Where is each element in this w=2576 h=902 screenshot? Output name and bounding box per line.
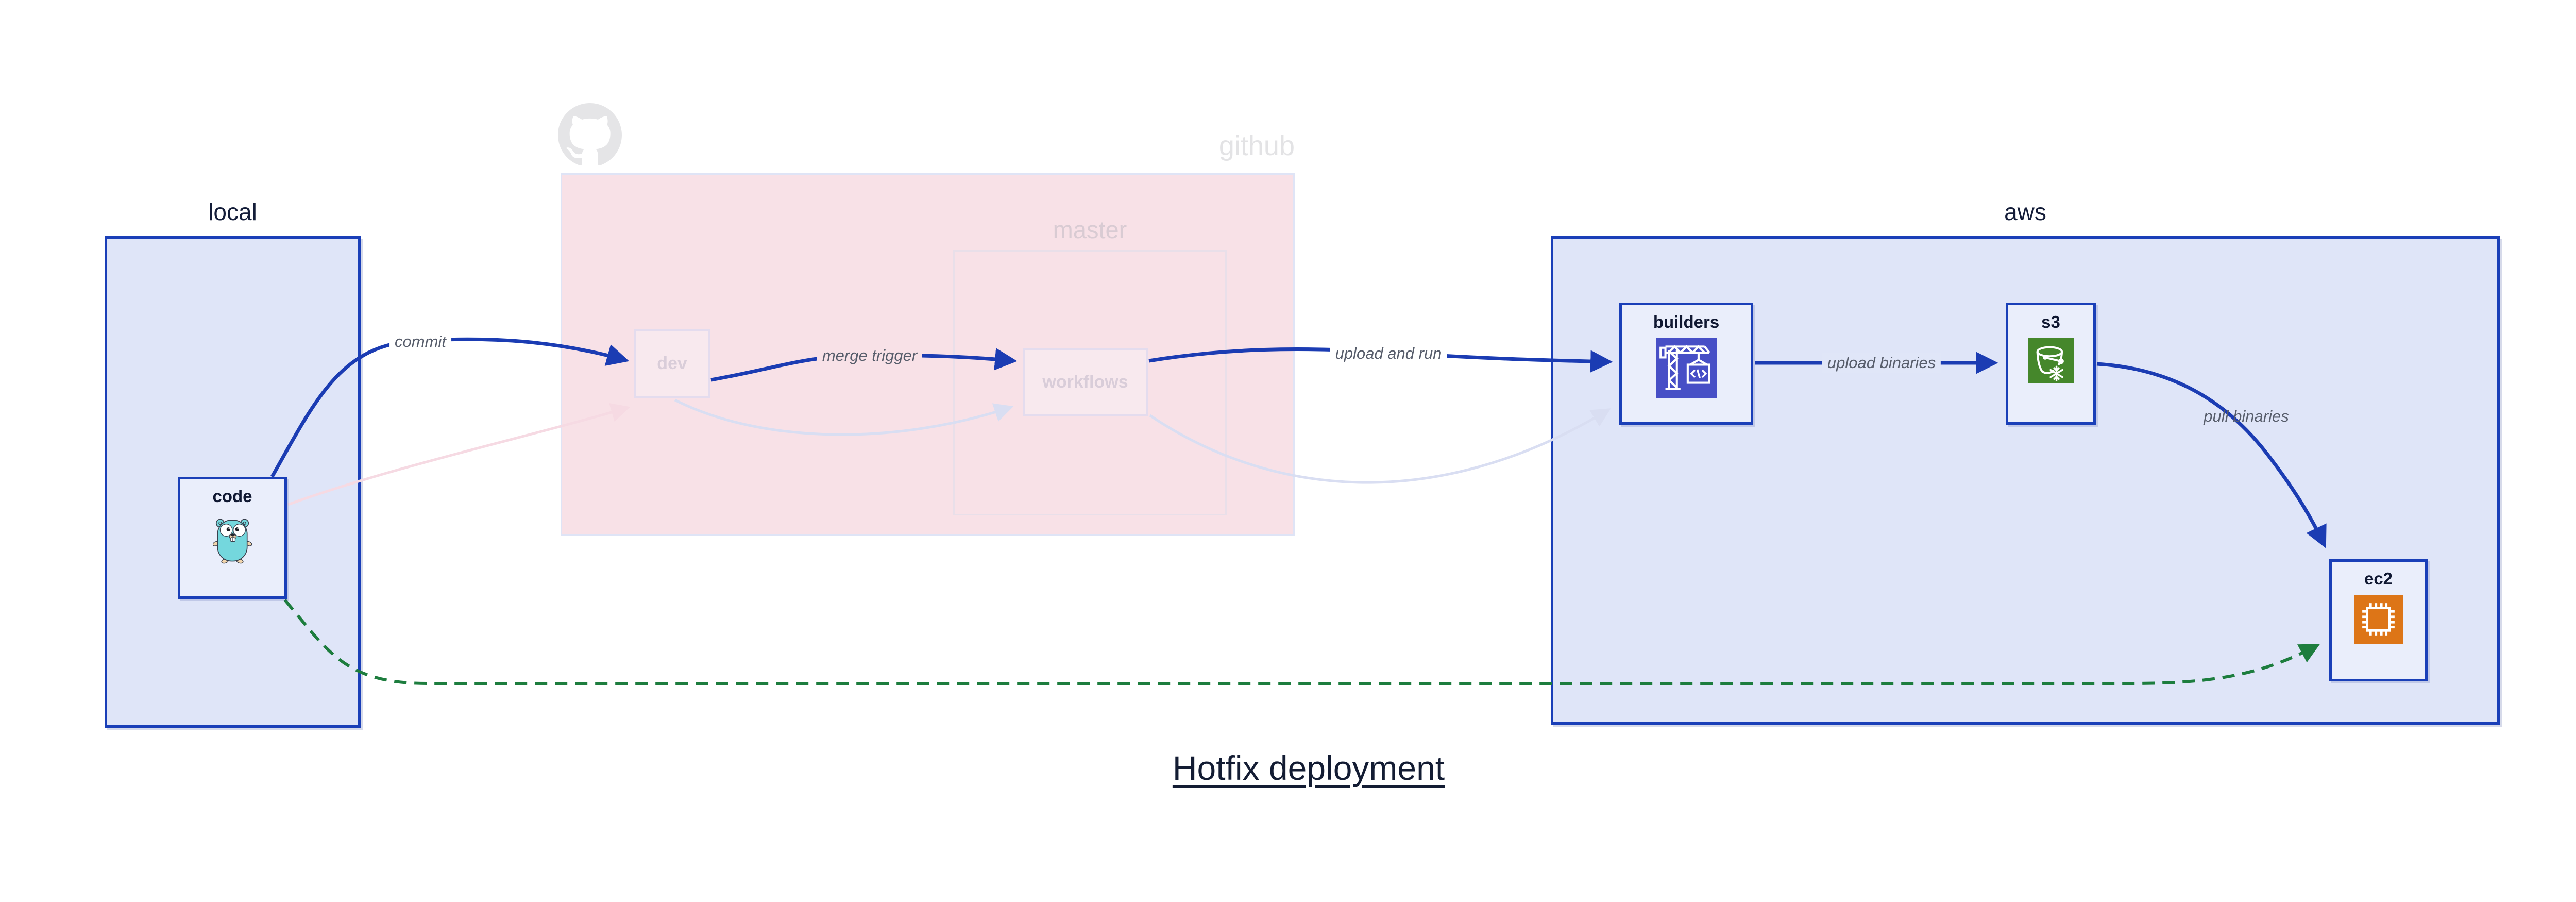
node-builders: builders	[1619, 303, 1753, 425]
go-gopher-icon	[212, 512, 252, 571]
edge-label-upload-binaries: upload binaries	[1822, 353, 1941, 373]
edge-label-upload-and-run: upload and run	[1330, 343, 1447, 364]
edge-label-merge-trigger: merge trigger	[817, 345, 923, 366]
node-ec2-label: ec2	[2364, 569, 2393, 588]
node-s3-label: s3	[2041, 312, 2060, 331]
diagram-title: Hotfix deployment	[1172, 749, 1445, 787]
node-dev: dev	[634, 329, 710, 398]
node-s3: s3	[2006, 303, 2096, 425]
node-builders-label: builders	[1653, 312, 1720, 331]
cluster-label-aws: aws	[2004, 198, 2046, 225]
node-workflows: workflows	[1023, 348, 1148, 416]
edge-label-commit: commit	[389, 331, 451, 352]
node-code-label: code	[212, 487, 252, 506]
cluster-label-github: github	[1218, 130, 1295, 161]
ec2-chip-icon	[2354, 595, 2403, 646]
node-ec2: ec2	[2329, 559, 2428, 681]
cluster-label-local: local	[208, 198, 257, 225]
edge-label-pull-binaries: pull binaries	[2204, 407, 2289, 425]
cluster-label-master: master	[1053, 216, 1127, 243]
github-octocat-icon	[558, 103, 622, 170]
cluster-master	[953, 250, 1227, 515]
codebuild-crane-icon	[1656, 338, 1717, 401]
node-workflows-label: workflows	[1042, 372, 1128, 392]
node-code: code	[178, 477, 287, 599]
node-dev-label: dev	[657, 354, 687, 373]
s3-glacier-bucket-icon	[2028, 338, 2074, 386]
